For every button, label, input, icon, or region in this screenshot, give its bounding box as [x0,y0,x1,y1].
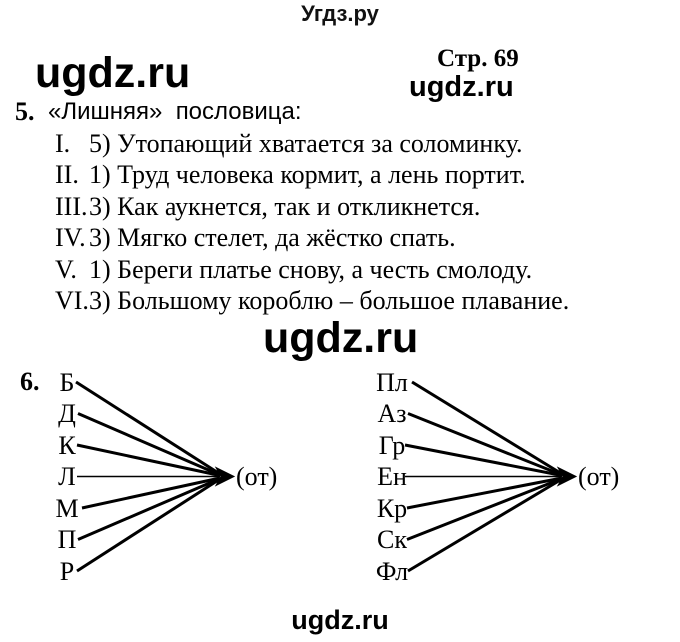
proverb-answer: 5) Утопающий хватается за соломинку. [89,128,523,158]
diagram-letter: Л [58,462,76,491]
connector-line [81,476,221,510]
diagram-letter: Ск [377,525,407,554]
diagram-letter: Б [60,368,75,397]
watermark-middle: ugdz.ru [263,314,419,362]
proverb-item: II. 1) Труд человека кормит, а лень порт… [55,159,569,191]
watermark-bottom: ugdz.ru [291,605,389,635]
proverb-roman: V. [55,254,77,284]
connector-line [77,412,221,477]
proverb-item: I. 5) Утопающий хватается за соломинку. [55,128,569,160]
proverb-answer: 3) Большому короблю – большое плавание. [89,286,570,315]
connector-line [77,477,221,541]
watermark-left: ugdz.ru [35,49,191,97]
proverb-answer: 1) Труд человека кормит, а лень портит. [89,160,526,189]
diagram-letter: П [58,525,77,554]
proverb-item: IV. 3) Мягко стелет, да жёстко спать. [55,222,569,254]
exercise6-number: 6. [20,367,40,396]
proverb-answer: 3) Как аукнется, так и откликнется. [89,191,481,221]
arrowhead-icon [556,466,578,487]
diagram-letter: Аз [377,399,406,428]
connector-line [406,477,563,541]
exercise5-number: 5. [15,97,35,126]
connector-line [75,380,221,476]
arrowhead-icon [214,466,236,487]
exercise5-title: «Лишняя» пословица: [48,98,302,125]
connector-line [407,412,563,477]
proverb-roman: IV. [55,223,86,252]
diagram-letter: Пл [376,368,408,397]
proverb-item: III. 3) Как аукнется, так и откликнется. [55,191,569,223]
page-number-label: Стр. 69 [437,45,519,72]
connector-line [407,477,563,573]
diagram-letter: К [58,431,76,460]
proverb-roman: VI. [55,286,89,315]
connector-line [76,443,221,477]
diagram-letter: Ен [377,462,407,491]
diagram-letter: Р [60,557,74,586]
diagram-letter: М [55,494,78,523]
connector-line [406,476,563,510]
proverb-item: V. 1) Береги платье снову, а честь смоло… [55,254,569,286]
letter-diagram-left: Б Д К Л М П Р (от) [55,368,277,586]
diagram-letter: Фл [376,557,408,586]
diagram-letter: Кр [377,494,407,523]
proverb-roman: III. [55,191,88,221]
diagram-letter: Гр [379,431,405,460]
proverb-roman: I. [55,128,71,158]
proverb-answer: 1) Береги платье снову, а честь смолоду. [89,254,533,284]
proverb-answer: 3) Мягко стелет, да жёстко спать. [89,223,456,252]
connector-line [76,477,221,573]
exercise-5: 5. «Лишняя» пословица: I. 5) Утопающий х… [15,96,569,317]
exercise5-title-row: 5. «Лишняя» пословица: [15,96,569,128]
proverb-roman: II. [55,160,79,189]
watermark-right: ugdz.ru [409,71,514,103]
proverb-item: VI. 3) Большому короблю – большое плаван… [55,285,569,317]
letter-diagram-right: Пл Аз Гр Ен Кр Ск Фл (от) [376,368,619,586]
diagram-letter: Д [58,399,76,428]
proverb-list: I. 5) Утопающий хватается за соломинку. … [15,128,569,317]
diagram-target-label: (от) [236,462,277,491]
connector-line [404,443,563,477]
site-header-title: Угдз.ру [301,1,379,26]
connector-line [411,380,563,476]
diagram-target-label: (от) [578,462,619,491]
